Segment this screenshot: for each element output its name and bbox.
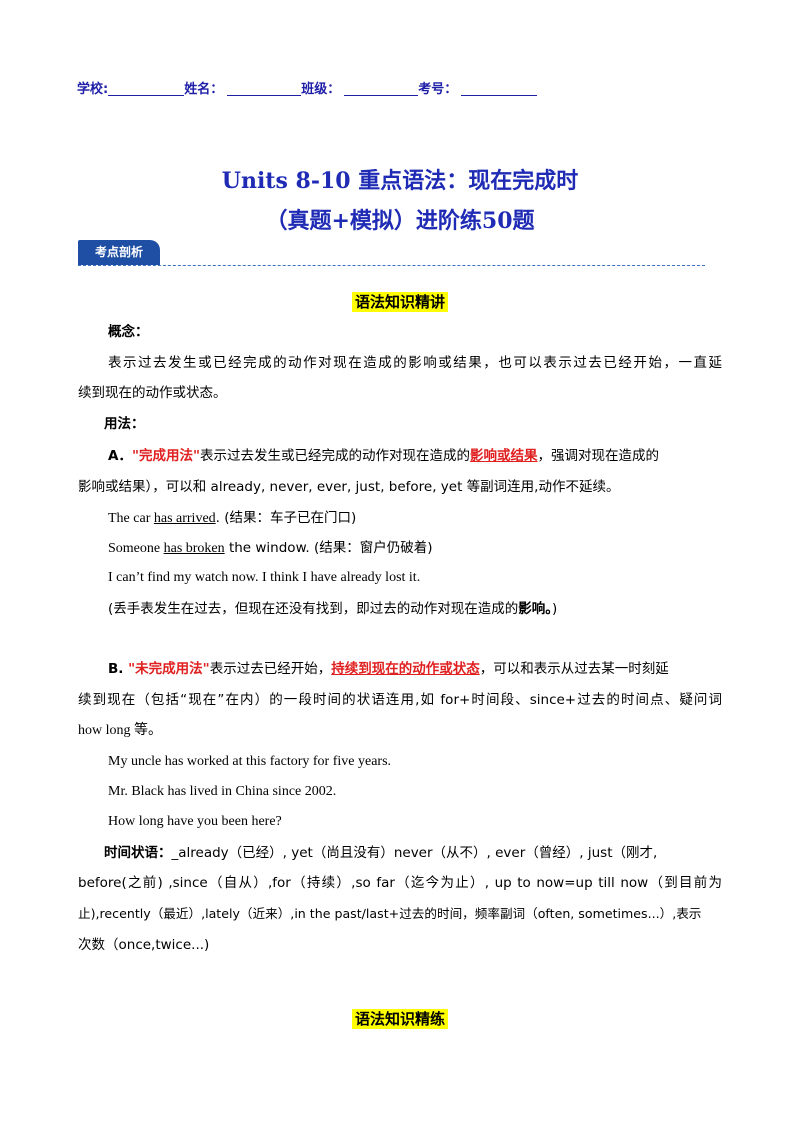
- part-b-term: "未完成用法": [128, 661, 210, 677]
- concept-label: 概念：: [108, 324, 149, 340]
- time-adverbials-line-4: 次数（once,twice...): [78, 937, 210, 953]
- example-text: Someone: [108, 541, 164, 556]
- section-heading-explanation: 语法知识精讲: [0, 291, 800, 312]
- part-a-example-2: Someone has broken the window. (结果：窗户仍破着…: [108, 538, 433, 559]
- time-adverbials-label: 时间状语：: [104, 845, 172, 861]
- part-b-line-2: 续到现在（包括“现在”在内）的一段时间的状语连用,如 for+时间段、since…: [78, 692, 722, 708]
- school-blank[interactable]: [108, 82, 185, 96]
- part-b-text: 表示过去已经开始，: [209, 661, 332, 677]
- part-b-example-1: My uncle has worked at this factory for …: [108, 754, 392, 769]
- number-blank[interactable]: [461, 82, 538, 96]
- part-b-example-2: Mr. Black has lived in China since 2002.: [108, 784, 337, 799]
- part-a-example-3: I can’t find my watch now. I think I hav…: [108, 570, 421, 585]
- concept-line-1: 表示过去发生或已经完成的动作对现在造成的影响或结果，也可以表示过去已经开始，一直…: [108, 355, 722, 371]
- part-b-highlight: 持续到现在的动作或状态: [331, 661, 480, 677]
- note-text: (丢手表发生在过去，但现在还没有找到，即过去的动作对现在造成的: [108, 601, 519, 617]
- page-subtitle: （真题+模拟）进阶练50题: [265, 208, 535, 234]
- part-a-prefix: A．: [108, 448, 132, 464]
- note-text: ): [552, 601, 558, 617]
- tag-divider: [78, 265, 705, 266]
- name-label: 姓名：: [184, 82, 224, 97]
- example-underline: has arrived: [153, 511, 216, 526]
- part-b-line-1: B. "未完成用法"表示过去已经开始，持续到现在的动作或状态，可以和表示从过去某…: [108, 659, 669, 679]
- time-adverbials-line-3: 止),recently（最近）,lately（近来）,in the past/l…: [78, 906, 702, 921]
- class-label: 班级：: [301, 82, 341, 97]
- time-adverbials-text: _already（已经）, yet（尚且没有）never（从不）, ever（曾…: [171, 845, 658, 861]
- time-adverbials-line-1: 时间状语：_already（已经）, yet（尚且没有）never（从不）, e…: [104, 843, 657, 863]
- part-b-example-3: How long have you been here?: [108, 814, 282, 829]
- part-a-example-1: The car has arrived. (结果：车子已在门口): [108, 508, 356, 529]
- part-a-text: 表示过去发生或已经完成的动作对现在造成的: [200, 448, 471, 464]
- part-b-line-3: how long 等。: [78, 723, 162, 738]
- class-blank[interactable]: [344, 82, 419, 96]
- part-a-line-1: A．"完成用法"表示过去发生或已经完成的动作对现在造成的影响或结果，强调对现在造…: [108, 446, 659, 466]
- example-underline: has broken: [163, 541, 225, 556]
- example-text: the window. (结果：窗户仍破着): [224, 540, 433, 556]
- part-a-note: (丢手表发生在过去，但现在还没有找到，即过去的动作对现在造成的影响。): [108, 599, 557, 619]
- student-info-line: 学校: 姓名： 班级： 考号：: [77, 78, 538, 97]
- section-heading-practice: 语法知识精练: [0, 1008, 800, 1029]
- note-bold: 影响。: [518, 601, 553, 617]
- part-b-prefix: B.: [108, 661, 129, 677]
- part-a-term: "完成用法": [131, 448, 201, 464]
- part-a-text-2: ，强调对现在造成的: [537, 448, 660, 464]
- name-blank[interactable]: [227, 82, 302, 96]
- page-title: Units 8-10 重点语法：现在完成时: [221, 168, 579, 194]
- part-a-line-2: 影响或结果），可以和 already, never, ever, just, b…: [78, 479, 620, 495]
- time-adverbials-line-2: before(之前) ,since（自从）,for（持续）,so far（迄今为…: [78, 875, 722, 891]
- part-a-highlight: 影响或结果: [470, 448, 538, 464]
- school-label: 学校:: [77, 82, 109, 97]
- example-text: The car: [108, 511, 154, 526]
- section-heading-text: 语法知识精练: [351, 1009, 448, 1029]
- part-b-text-2: ，可以和表示从过去某一时刻延: [479, 661, 669, 677]
- example-text: . (结果：车子已在门口): [215, 510, 357, 526]
- section-tag: 考点剖析: [78, 240, 160, 265]
- section-heading-text: 语法知识精讲: [351, 292, 448, 312]
- number-label: 考号：: [418, 82, 458, 97]
- concept-line-2: 续到现在的动作或状态。: [78, 385, 227, 401]
- usage-label: 用法：: [104, 416, 145, 432]
